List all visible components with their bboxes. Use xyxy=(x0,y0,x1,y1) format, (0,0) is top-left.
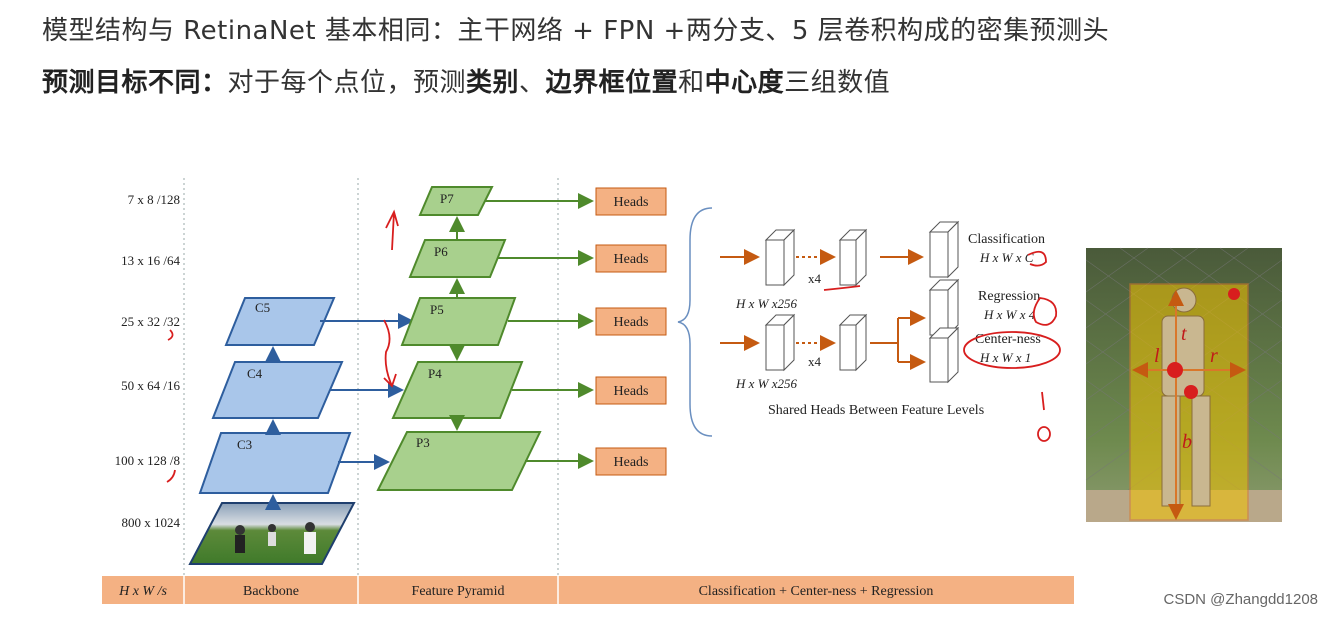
head-label-p7: Heads xyxy=(614,195,649,210)
backbone-c3 xyxy=(198,432,352,494)
pyramid-p4-label: P4 xyxy=(428,366,442,381)
cls-dim: H x W x C xyxy=(979,250,1034,265)
keyword-class: 类别 xyxy=(466,68,520,98)
bar-label-heads: Classification + Center-ness + Regressio… xyxy=(699,584,934,599)
subheading-text-2: 、 xyxy=(519,68,546,98)
head-label-p5: Heads xyxy=(614,315,649,330)
repeat-x4-top: x4 xyxy=(808,271,822,286)
pyramid-p6 xyxy=(408,239,507,278)
head-boxes xyxy=(595,187,667,476)
feature-dim-bottom: H x W x256 xyxy=(735,376,798,391)
backbone-c5-label: C5 xyxy=(255,300,270,315)
backbone-c3-label: C3 xyxy=(237,437,252,452)
pyramid-p5-label: P5 xyxy=(430,302,444,317)
input-image xyxy=(188,502,356,565)
backbone-c5 xyxy=(224,297,336,346)
hand-dots xyxy=(1167,288,1240,399)
example-photo: t l r b xyxy=(1085,247,1283,522)
head-box-p7 xyxy=(595,187,667,216)
pyramid-p3 xyxy=(376,431,542,491)
subheading-lead: 预测目标不同： xyxy=(42,68,228,98)
pyramid-p5 xyxy=(400,297,517,346)
backbone-c4-label: C4 xyxy=(247,366,263,381)
shared-head-detail: x4 x4 H x W x256 H x W x256 Classificati… xyxy=(720,220,1045,418)
bar-label-pyramid: Feature Pyramid xyxy=(412,584,505,599)
keyword-centerness: 中心度 xyxy=(704,68,785,98)
subheading-text-3: 和 xyxy=(678,68,705,98)
pyramid-p7-label: P7 xyxy=(440,191,454,206)
box-label-l: l xyxy=(1154,345,1160,367)
backbone-c4 xyxy=(211,361,344,419)
shared-heads-caption: Shared Heads Between Feature Levels xyxy=(768,403,984,418)
column-separators xyxy=(183,178,559,578)
scale-labels: 7 x 8 /128 13 x 16 /64 25 x 32 /32 50 x … xyxy=(115,192,181,530)
head-label-p4: Heads xyxy=(614,384,649,399)
watermark: CSDN @Zhangdd1208 xyxy=(1163,591,1318,608)
hand-annotations xyxy=(166,209,1061,483)
scale-label-p4: 50 x 64 /16 xyxy=(121,378,180,393)
repeat-x4-bottom: x4 xyxy=(808,354,822,369)
scale-label-p3: 100 x 128 /8 xyxy=(115,453,180,468)
pyramid-p7 xyxy=(418,186,494,216)
pyramid-p3-label: P3 xyxy=(416,435,430,450)
keyword-box: 边界框位置 xyxy=(545,68,679,98)
bar-label-backbone: Backbone xyxy=(243,584,299,599)
subheading-text-4: 三组数值 xyxy=(784,68,891,98)
scale-label-p6: 13 x 16 /64 xyxy=(121,253,180,268)
reg-dim: H x W x 4 xyxy=(983,307,1036,322)
cls-label: Classification xyxy=(968,232,1045,247)
pyramid-p6-label: P6 xyxy=(434,244,448,259)
reg-label: Regression xyxy=(978,289,1040,304)
feature-pyramid xyxy=(376,186,542,491)
box-label-t: t xyxy=(1181,323,1187,345)
bottom-bar: H x W /s Backbone Feature Pyramid Classi… xyxy=(102,576,1074,604)
scale-label-p5: 25 x 32 /32 xyxy=(121,314,180,329)
head-label-p3: Heads xyxy=(614,455,649,470)
scale-label-input: 800 x 1024 xyxy=(122,515,181,530)
box-label-r: r xyxy=(1210,345,1218,367)
ctr-label: Center-ness xyxy=(975,332,1041,347)
head-box-p3 xyxy=(595,447,667,476)
slide-heading: 模型结构与 RetinaNet 基本相同：主干网络 + FPN +两分支、5 层… xyxy=(42,16,1110,46)
ctr-dim: H x W x 1 xyxy=(979,350,1031,365)
bar-label-scale: H x W /s xyxy=(118,584,167,599)
head-box-p6 xyxy=(595,244,667,273)
heads-brace xyxy=(677,207,713,437)
slide-subheading: 预测目标不同：对于每个点位，预测类别、边界框位置和中心度三组数值 xyxy=(42,62,890,99)
box-label-b: b xyxy=(1182,431,1192,453)
head-box-p4 xyxy=(595,376,667,405)
scale-label-p7: 7 x 8 /128 xyxy=(128,192,180,207)
backbone-stages xyxy=(198,297,352,494)
subheading-text-1: 对于每个点位，预测 xyxy=(227,68,467,98)
head-box-p5 xyxy=(595,307,667,336)
pyramid-p4 xyxy=(391,361,524,419)
feature-dim-top: H x W x256 xyxy=(735,296,798,311)
head-label-p6: Heads xyxy=(614,252,649,267)
